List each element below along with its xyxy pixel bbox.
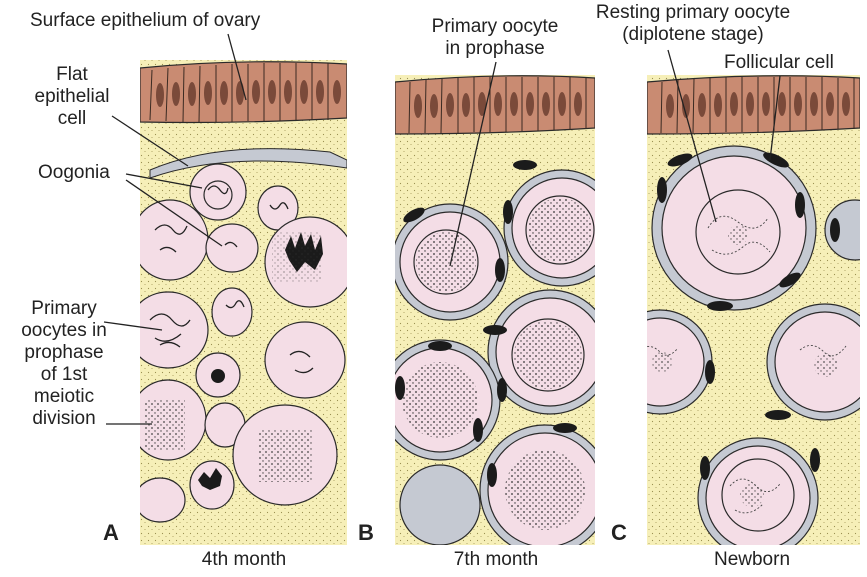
label-pop-line-2: in prophase [445,38,545,59]
leader-flat-epithelial-cell [111,115,189,167]
label-po-line-2: oocytes in [21,320,107,341]
label-po-line-4: of 1st [40,364,88,385]
leader-follicular-cell [769,75,781,161]
leader-oogonia-1 [125,173,203,189]
panel-c [647,75,860,545]
caption-newborn: Newborn [713,549,791,570]
label-follicular-cell: Follicular cell [724,52,834,73]
panel-letter-a: A [103,520,119,545]
panel-letter-c: C [611,520,627,545]
caption-4th-month: 4th month [201,549,287,570]
caption-7th-month: 7th month [453,549,539,570]
label-po-line-5: meiotic [33,386,95,407]
leader-resting-oocyte [667,49,717,223]
label-rpo-line-1: Resting primary oocyte [595,2,791,23]
leader-primary-oocytes [103,321,163,331]
label-pop-line-1: Primary oocyte [431,16,559,37]
label-po-line-6: division [32,408,96,429]
leader-primary-oocyte-prophase [449,61,497,267]
leader-surface-epithelium [227,33,247,101]
label-primary-oocyte-prophase: Primary oocyte in prophase [410,16,580,60]
label-resting-primary-oocyte: Resting primary oocyte (diplotene stage) [578,2,808,46]
panel-b [395,75,595,545]
label-flat-line-3: cell [57,108,87,129]
label-po-line-3: prophase [24,342,104,363]
label-oogonia: Oogonia [38,162,110,183]
label-po-line-1: Primary [31,298,97,319]
label-rpo-line-2: (diplotene stage) [622,24,764,45]
label-flat-epithelial-cell: Flat epithelial cell [32,64,112,130]
panel-a [140,60,347,545]
leader-oogonia-2 [125,179,223,247]
label-flat-line-2: epithelial [34,86,110,107]
panel-letter-b: B [358,520,374,545]
label-flat-line-1: Flat [56,64,88,85]
label-primary-oocytes-meiosis: Primary oocytes in prophase of 1st meiot… [18,298,110,430]
leader-lines [103,33,781,425]
label-surface-epithelium: Surface epithelium of ovary [30,10,261,31]
